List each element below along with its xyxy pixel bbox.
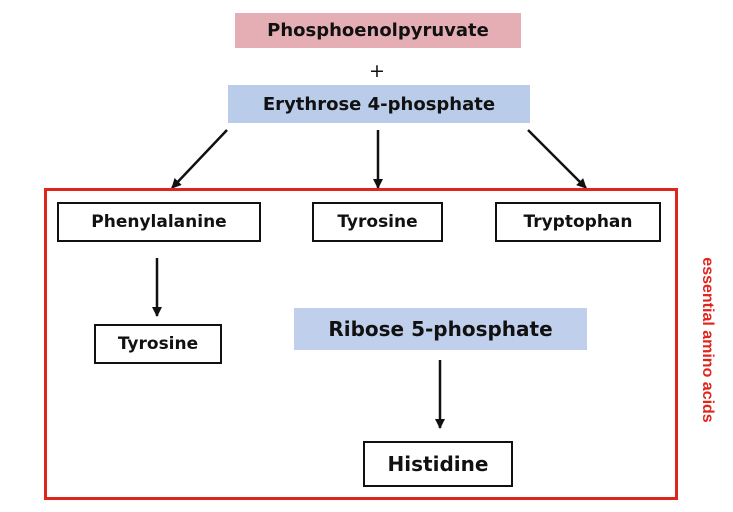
arrow-to-phenylalanine	[171, 129, 228, 189]
tryptophan-box: Tryptophan	[495, 202, 661, 242]
phenylalanine-box: Phenylalanine	[57, 202, 261, 242]
essential-amino-acids-label: essential amino acids	[699, 257, 716, 423]
plus-sign: +	[369, 60, 385, 82]
ribose-5-phosphate-label: Ribose 5-phosphate	[294, 308, 587, 350]
histidine-box: Histidine	[363, 441, 513, 487]
erythrose-4-phosphate-label: Erythrose 4-phosphate	[228, 85, 530, 123]
arrow-to-tryptophan	[527, 129, 587, 189]
essential-amino-acids-region	[44, 188, 678, 500]
tyrosine-from-phenylalanine-box: Tyrosine	[94, 324, 222, 364]
phosphoenolpyruvate-label: Phosphoenolpyruvate	[235, 13, 521, 48]
tyrosine-box: Tyrosine	[312, 202, 443, 242]
